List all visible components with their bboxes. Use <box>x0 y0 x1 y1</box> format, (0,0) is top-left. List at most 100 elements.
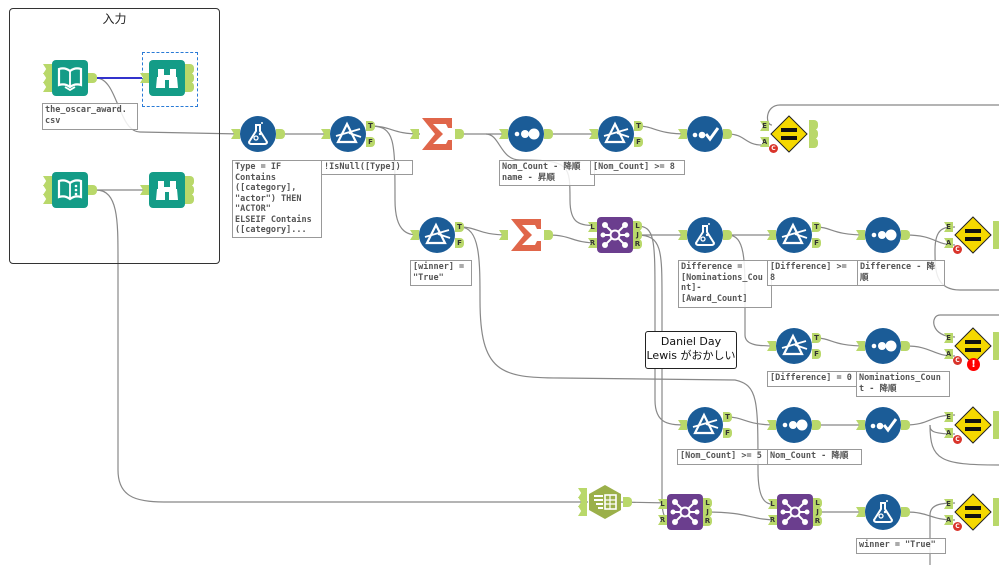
test-tool-2[interactable] <box>954 216 992 254</box>
output-output-anchor[interactable] <box>901 507 910 517</box>
input-input-anchor[interactable] <box>410 129 419 139</box>
input-input-anchor[interactable] <box>767 420 776 430</box>
input-input-anchor[interactable] <box>767 341 776 351</box>
formula-tool-winner[interactable] <box>865 494 901 530</box>
left-output-anchor[interactable]: L <box>703 498 712 508</box>
left-input-anchor[interactable]: L <box>588 222 597 232</box>
output-output-anchor[interactable] <box>993 498 999 508</box>
input-input-anchor[interactable] <box>43 194 52 204</box>
output-output-anchor[interactable] <box>185 64 194 74</box>
expected-input-anchor[interactable]: E <box>944 333 953 343</box>
input-input-anchor[interactable] <box>321 129 330 139</box>
test-tool-5[interactable] <box>954 493 992 531</box>
unique-tool-1[interactable] <box>687 116 723 152</box>
unique-tool-2[interactable] <box>865 407 901 443</box>
test-tool-1[interactable] <box>770 115 808 153</box>
true-output-anchor[interactable]: T <box>634 121 643 131</box>
expected-input-anchor[interactable]: E <box>944 412 953 422</box>
formula-tool-difference[interactable] <box>687 217 723 253</box>
input-input-anchor[interactable] <box>43 82 52 92</box>
test-tool-4[interactable] <box>954 406 992 444</box>
expected-input-anchor[interactable]: E <box>944 222 953 232</box>
output-output-anchor[interactable] <box>993 341 999 351</box>
output-output-anchor[interactable] <box>812 420 821 430</box>
output-output-anchor[interactable] <box>993 420 999 430</box>
input-input-anchor[interactable] <box>678 420 687 430</box>
right-input-anchor[interactable]: R <box>658 515 667 525</box>
text-input-tool[interactable] <box>587 484 623 520</box>
input-input-anchor[interactable] <box>43 185 52 195</box>
input-input-anchor[interactable] <box>578 506 587 516</box>
browse-tool-1[interactable] <box>149 60 185 96</box>
output-output-anchor[interactable] <box>993 516 999 526</box>
output-output-anchor[interactable] <box>623 497 632 507</box>
summarize-tool-1[interactable] <box>419 116 455 152</box>
output-output-anchor[interactable] <box>809 129 818 139</box>
output-output-anchor[interactable] <box>993 507 999 517</box>
true-output-anchor[interactable]: T <box>455 222 464 232</box>
output-output-anchor[interactable] <box>993 411 999 421</box>
right-input-anchor[interactable]: R <box>768 515 777 525</box>
join-tool-2[interactable] <box>667 494 703 530</box>
expected-input-anchor[interactable]: E <box>944 499 953 509</box>
input-input-anchor[interactable] <box>43 64 52 74</box>
output-output-anchor[interactable] <box>185 194 194 204</box>
true-output-anchor[interactable]: T <box>812 333 821 343</box>
filter-tool-nomcount8[interactable] <box>598 116 634 152</box>
browse-tool-2[interactable] <box>149 172 185 208</box>
false-output-anchor[interactable]: F <box>812 238 821 248</box>
input-input-anchor[interactable] <box>499 230 508 240</box>
output-output-anchor[interactable] <box>809 138 818 148</box>
actual-input-anchor[interactable]: A <box>944 349 953 359</box>
input-input-anchor[interactable] <box>856 420 865 430</box>
filter-tool-nomcount5[interactable] <box>687 407 723 443</box>
right-output-anchor[interactable]: R <box>633 239 642 249</box>
output-output-anchor[interactable] <box>544 230 553 240</box>
output-output-anchor[interactable] <box>276 129 285 139</box>
sort-tool-1[interactable] <box>508 116 544 152</box>
actual-input-anchor[interactable]: A <box>944 515 953 525</box>
filter-tool-difference0[interactable] <box>776 328 812 364</box>
true-output-anchor[interactable]: T <box>812 222 821 232</box>
join-output-anchor[interactable]: J <box>813 507 822 517</box>
true-output-anchor[interactable]: T <box>723 412 732 422</box>
sort-tool-3[interactable] <box>865 328 901 364</box>
test-tool-3[interactable] <box>954 327 992 365</box>
output-output-anchor[interactable] <box>901 230 910 240</box>
directory-input-tool[interactable] <box>52 172 88 208</box>
input-input-anchor[interactable] <box>43 73 52 83</box>
output-output-anchor[interactable] <box>544 129 553 139</box>
output-output-anchor[interactable] <box>455 129 464 139</box>
input-input-anchor[interactable] <box>767 230 776 240</box>
input-input-anchor[interactable] <box>856 341 865 351</box>
input-input-anchor[interactable] <box>140 185 149 195</box>
false-output-anchor[interactable]: F <box>812 349 821 359</box>
actual-input-anchor[interactable]: A <box>944 428 953 438</box>
left-output-anchor[interactable]: L <box>813 498 822 508</box>
right-output-anchor[interactable]: R <box>813 516 822 526</box>
output-output-anchor[interactable] <box>185 82 194 92</box>
output-output-anchor[interactable] <box>185 185 194 195</box>
join-tool-3[interactable] <box>777 494 813 530</box>
output-output-anchor[interactable] <box>185 73 194 83</box>
join-output-anchor[interactable]: J <box>703 507 712 517</box>
output-output-anchor[interactable] <box>723 230 732 240</box>
false-output-anchor[interactable]: F <box>455 238 464 248</box>
input-input-anchor[interactable] <box>678 129 687 139</box>
input-input-anchor[interactable] <box>856 230 865 240</box>
output-output-anchor[interactable] <box>723 129 732 139</box>
comment-box[interactable]: Daniel Day Lewis がおかしい <box>645 331 737 369</box>
output-output-anchor[interactable] <box>88 185 97 195</box>
output-output-anchor[interactable] <box>88 73 97 83</box>
false-output-anchor[interactable]: F <box>634 137 643 147</box>
actual-input-anchor[interactable]: A <box>760 137 769 147</box>
input-input-anchor[interactable] <box>140 73 149 83</box>
input-input-anchor[interactable] <box>856 507 865 517</box>
input-input-anchor[interactable] <box>578 488 587 498</box>
input-input-anchor[interactable] <box>589 129 598 139</box>
input-input-anchor[interactable] <box>231 129 240 139</box>
output-output-anchor[interactable] <box>901 420 910 430</box>
output-output-anchor[interactable] <box>901 341 910 351</box>
output-output-anchor[interactable] <box>185 176 194 186</box>
false-output-anchor[interactable]: F <box>723 428 732 438</box>
